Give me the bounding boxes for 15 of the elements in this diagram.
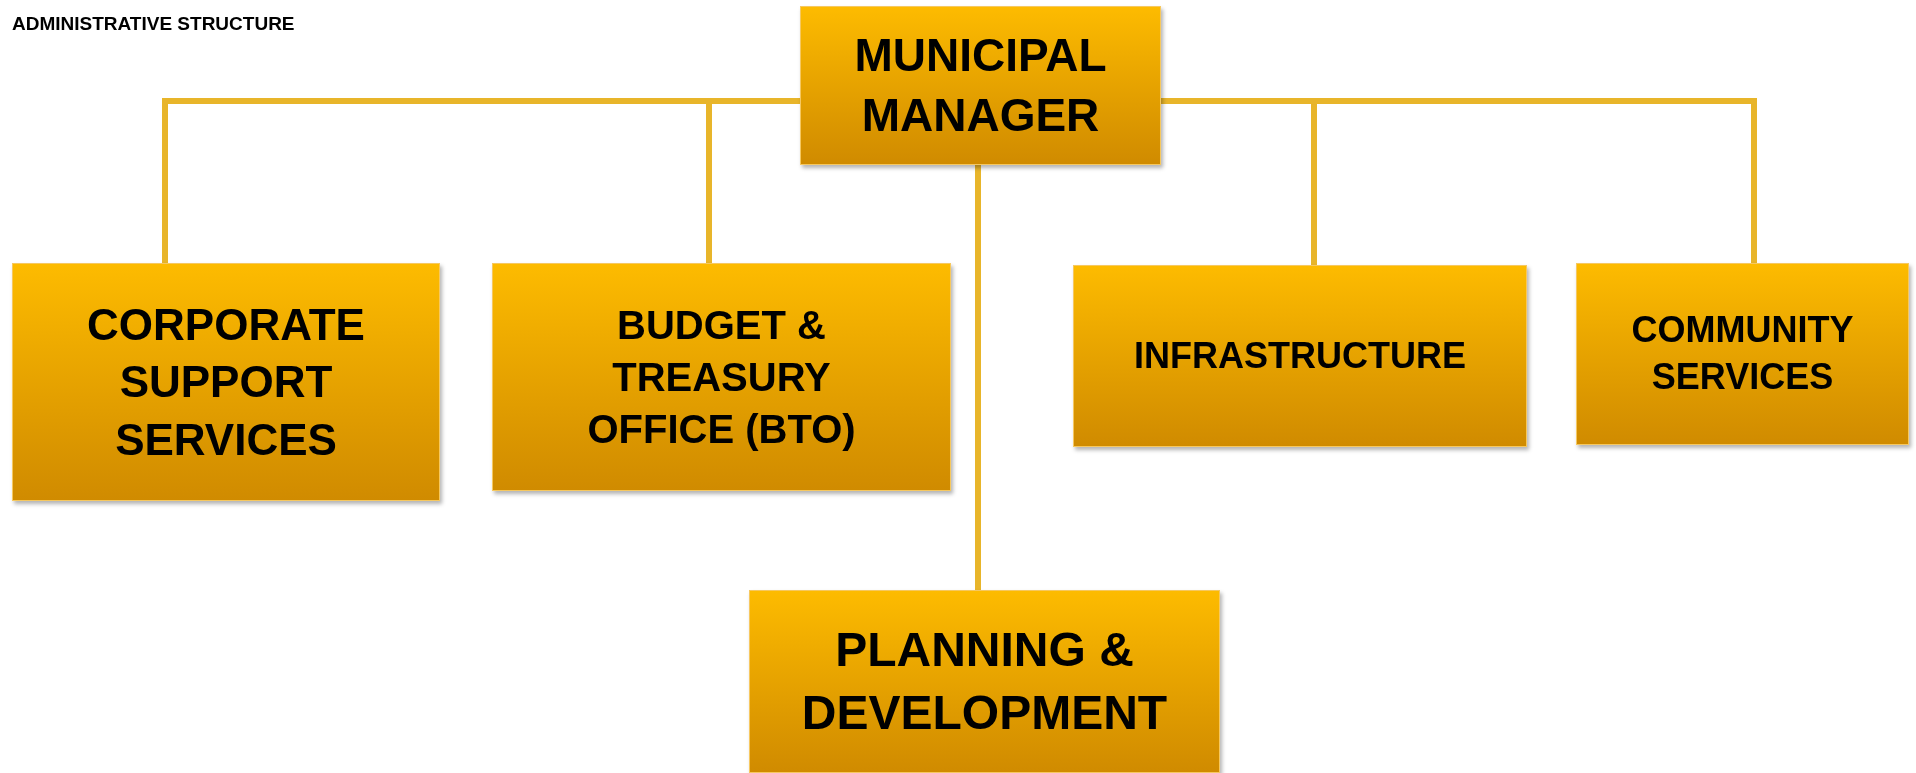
connector-line [975,165,981,590]
department-name: CORPORATE SUPPORT SERVICES [86,299,366,466]
diagram-title: ADMINISTRATIVE STRUCTURE [12,12,295,36]
department-name: PLANNING & DEVELOPMENT [800,622,1169,741]
department-name: MUNICIPAL MANAGER [853,27,1108,143]
department-box [12,263,440,501]
department-box [1576,263,1909,445]
department-box [492,263,951,491]
department-name: COMMUNITY SERVICES [1630,308,1855,399]
department-name: BUDGET & TREASURY OFFICE (BTO) [586,302,857,453]
department-name: INFRASTRUCTURE [1134,333,1466,378]
department-box [749,590,1220,773]
department-box [1073,265,1527,447]
department-box [800,6,1161,165]
connector-line [706,98,800,263]
